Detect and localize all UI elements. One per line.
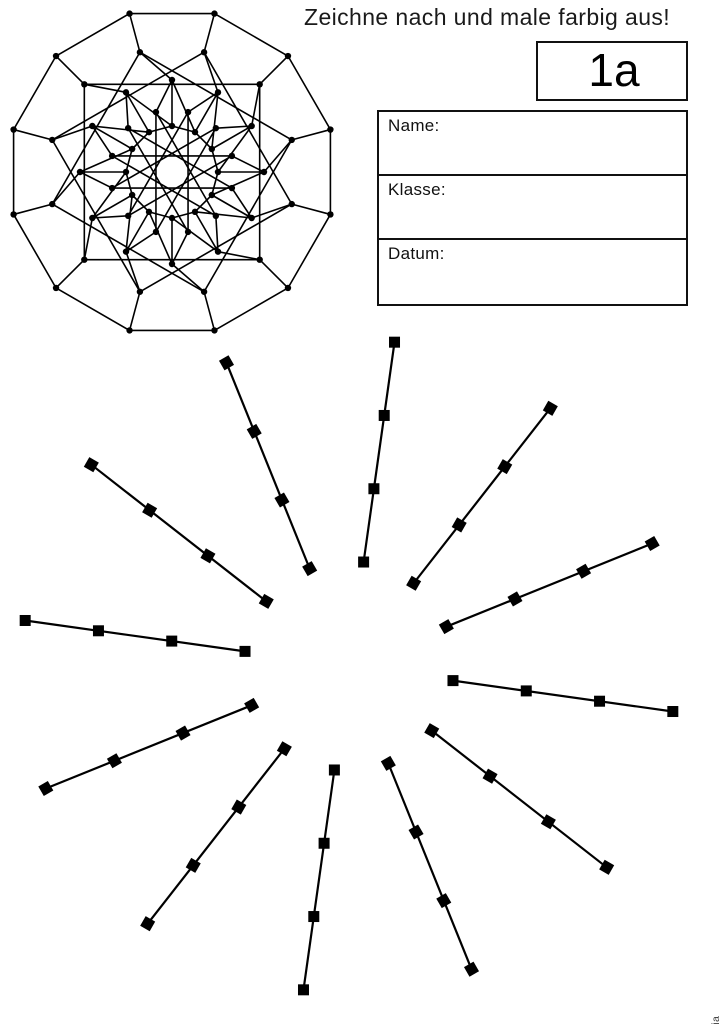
form-row-name[interactable]: Name: [379, 112, 686, 176]
dotted-ray-figure [8, 325, 694, 1011]
class-label-box: 1a [536, 41, 688, 101]
mandala-svg [10, 10, 334, 334]
credit-line: © michaeljunga@t-online.de - Schulschrif… [710, 1016, 722, 1024]
form-row-datum[interactable]: Datum: [379, 240, 686, 304]
class-label-text: 1a [588, 44, 640, 96]
ray-svg [19, 336, 679, 996]
datum-field-label: Datum: [388, 243, 445, 263]
mandala-figure [0, 0, 352, 352]
page-title: Zeichne nach und male farbig aus! [304, 4, 671, 30]
student-info-form: Name: Klasse: Datum: [377, 110, 688, 306]
name-field-label: Name: [388, 116, 440, 135]
credit-text: © michaeljunga@t-online.de - Schulschrif… [710, 1016, 722, 1024]
klasse-field-label: Klasse: [388, 179, 446, 199]
form-row-klasse[interactable]: Klasse: [379, 176, 686, 240]
